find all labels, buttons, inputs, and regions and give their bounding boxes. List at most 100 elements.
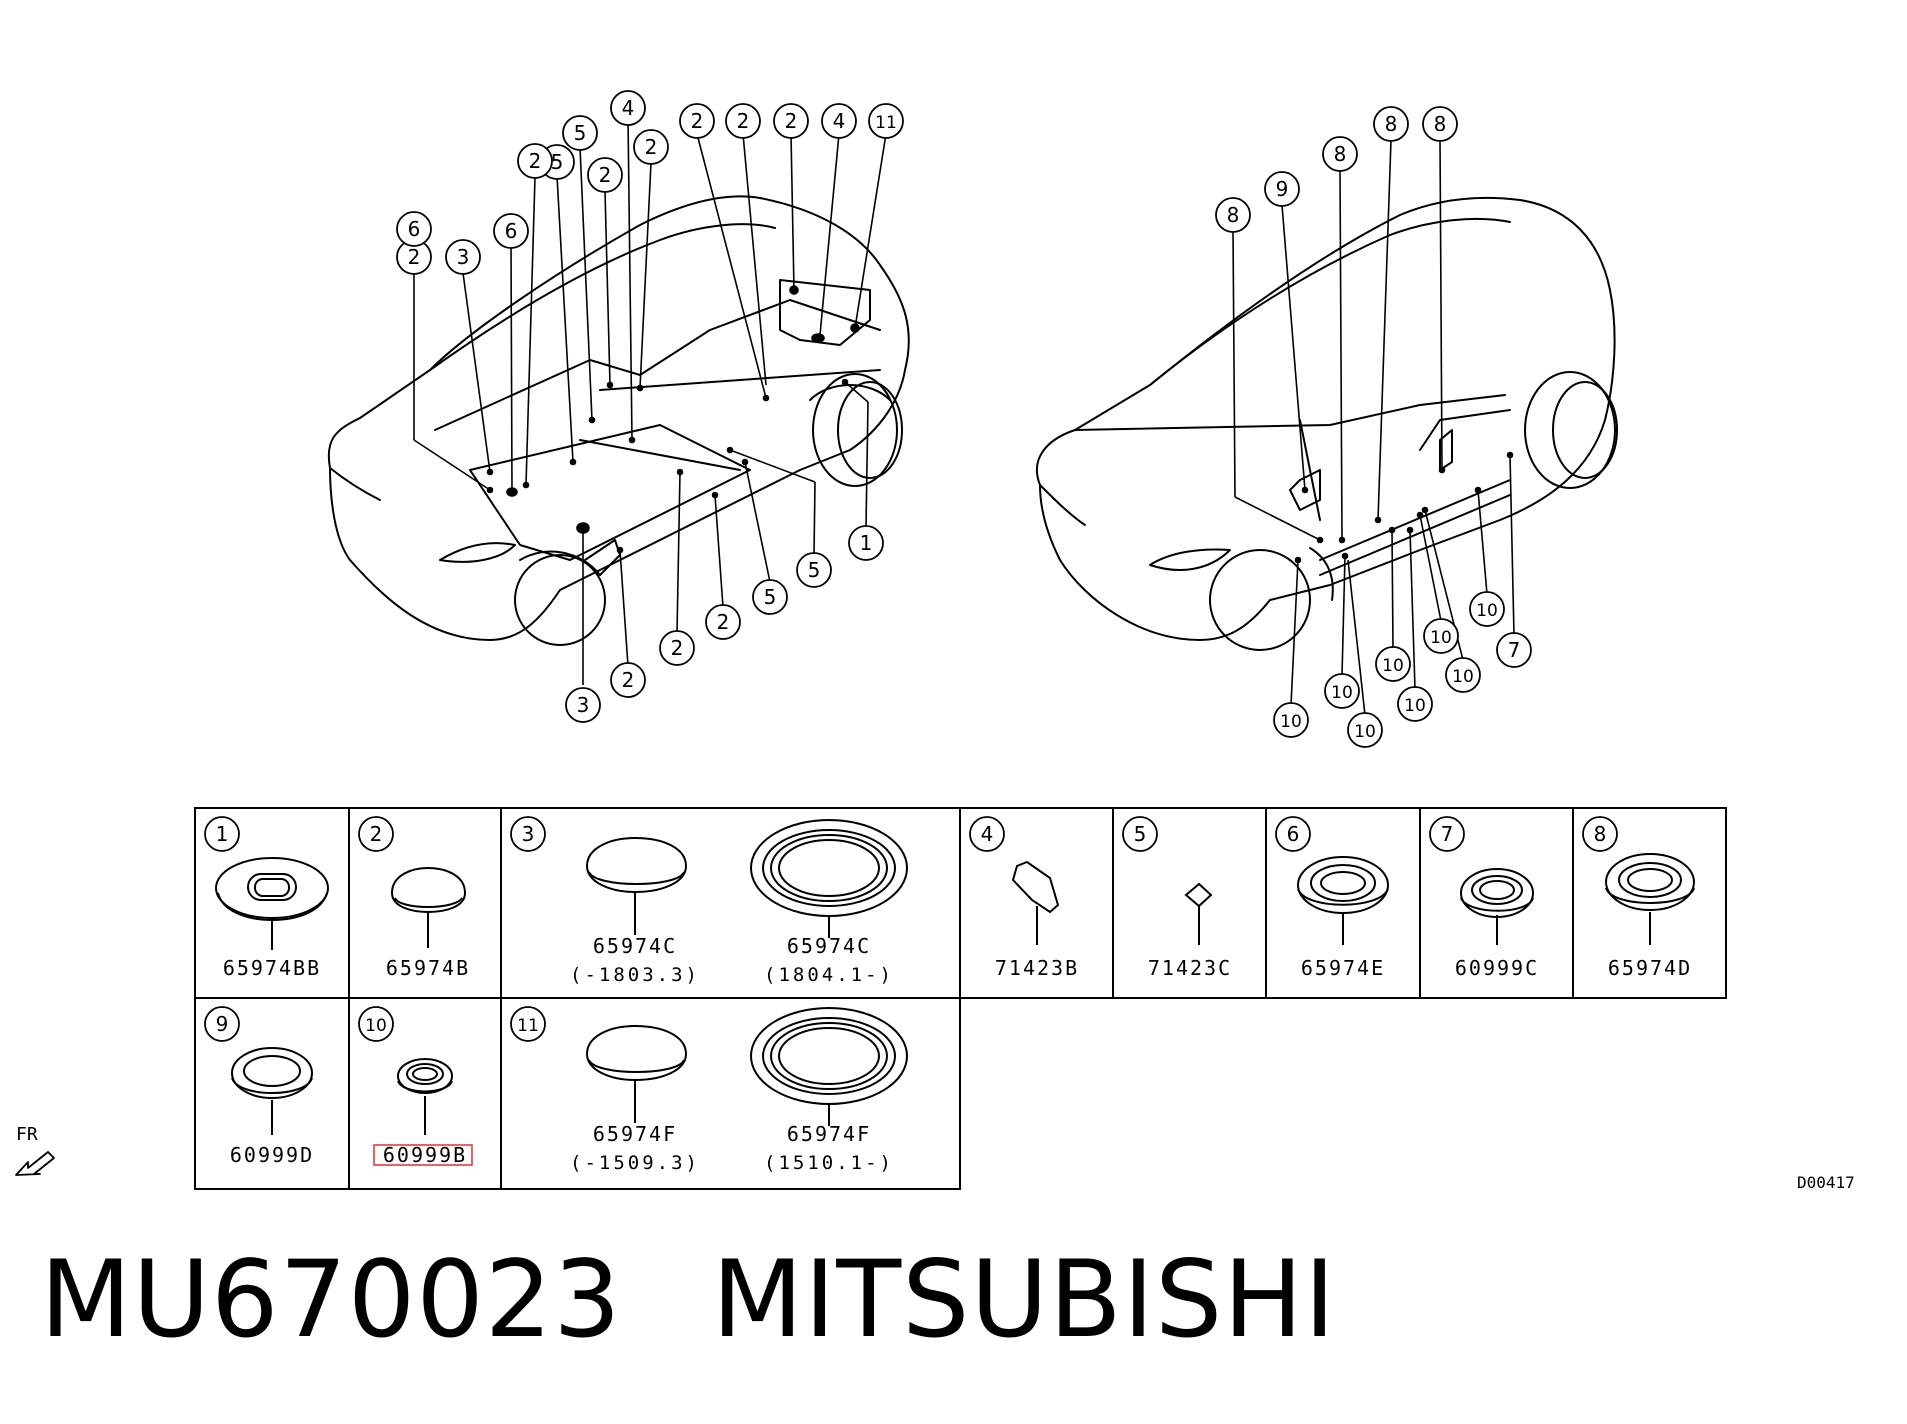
- callout-circle: [1373, 106, 1409, 142]
- part-code: 65974C: [787, 934, 871, 958]
- part-code: 71423B: [995, 956, 1079, 980]
- callout-8: 8: [1582, 816, 1618, 852]
- callout-circle: [679, 103, 715, 139]
- callout-number: 7: [1508, 638, 1521, 662]
- callout-number: 5: [551, 150, 564, 174]
- rear-leader-lines: [1232, 139, 1515, 716]
- callout-8: 8: [1422, 106, 1458, 142]
- part-3-sketch: [585, 819, 908, 938]
- callout-7: 7: [1429, 816, 1465, 852]
- callout-number: 8: [1227, 203, 1240, 227]
- part-code: 65974F: [787, 1122, 871, 1146]
- callout-number: 2: [622, 668, 635, 692]
- callout-number: 5: [764, 585, 777, 609]
- callout-circle: [1496, 632, 1532, 668]
- callout-2: 2: [610, 662, 646, 698]
- callout-number: 9: [1276, 177, 1289, 201]
- callout-2: 2: [705, 604, 741, 640]
- callout-number: 6: [1287, 822, 1300, 846]
- callout-circle: [796, 552, 832, 588]
- callout-4: 4: [821, 103, 857, 139]
- callout-number: 3: [577, 693, 590, 717]
- part-number: MU670023: [40, 1238, 622, 1361]
- direction-label: FR: [16, 1124, 38, 1145]
- callout-circle: [565, 687, 601, 723]
- callout-circle: [848, 525, 884, 561]
- callout-number: 2: [785, 109, 798, 133]
- callout-number: 1: [216, 822, 229, 846]
- callout-number: 4: [622, 96, 635, 120]
- callout-circle: [705, 604, 741, 640]
- callout-circle: [1122, 816, 1158, 852]
- callout-number: 10: [1331, 683, 1353, 703]
- callout-3: 3: [565, 687, 601, 723]
- callout-number: 10: [1382, 656, 1404, 676]
- callout-4: 4: [610, 90, 646, 126]
- part-code: 60999C: [1455, 956, 1539, 980]
- callout-circle: [1324, 673, 1360, 709]
- callout-number: 1: [860, 531, 873, 555]
- callout-10: 10: [1375, 646, 1411, 682]
- callout-circle: [725, 103, 761, 139]
- part-10-sketch: [397, 1058, 453, 1135]
- callout-8: 8: [1322, 136, 1358, 172]
- callout-number: 10: [365, 1016, 387, 1036]
- callout-number: 10: [1476, 601, 1498, 621]
- callout-circle: [752, 579, 788, 615]
- callout-6: 6: [396, 211, 432, 247]
- callout-number: 2: [370, 822, 383, 846]
- callout-11: 11: [868, 103, 904, 139]
- callout-circle: [204, 1006, 240, 1042]
- part-date-range: (1510.1-): [764, 1152, 894, 1174]
- callout-3: 3: [510, 816, 546, 852]
- part-cell-8: 8 65974D: [1582, 816, 1692, 980]
- callout-9: 9: [1264, 171, 1300, 207]
- callout-number: 8: [1434, 112, 1447, 136]
- rear-car-illustration: [1035, 196, 1618, 651]
- callout-circle: [1215, 197, 1251, 233]
- callout-number: 2: [691, 109, 704, 133]
- callout-10: 10: [358, 1006, 394, 1042]
- part-code: 65974C: [593, 934, 677, 958]
- parts-table: [194, 807, 1727, 1190]
- callout-number: 3: [457, 245, 470, 269]
- callout-circle: [1582, 816, 1618, 852]
- callout-number: 8: [1594, 822, 1607, 846]
- callout-circle: [610, 662, 646, 698]
- callout-circle: [396, 211, 432, 247]
- callout-circle: [1322, 136, 1358, 172]
- part-date-range: (-1803.3): [570, 964, 700, 986]
- part-date-range: (-1509.3): [570, 1152, 700, 1174]
- front-direction-arrow: FR: [15, 1124, 55, 1176]
- callout-circle: [1429, 816, 1465, 852]
- callout-2: 2: [587, 157, 623, 193]
- part-code: 65974D: [1608, 956, 1692, 980]
- callout-number: 9: [216, 1012, 229, 1036]
- callout-circle: [1423, 618, 1459, 654]
- callout-10: 10: [1397, 686, 1433, 722]
- callout-5: 5: [562, 115, 598, 151]
- callout-3: 3: [445, 239, 481, 275]
- callout-number: 8: [1334, 142, 1347, 166]
- callout-circle: [1422, 106, 1458, 142]
- callout-2: 2: [725, 103, 761, 139]
- callout-number: 10: [1404, 696, 1426, 716]
- callout-number: 8: [1385, 112, 1398, 136]
- callout-number: 6: [408, 217, 421, 241]
- part-code: 60999D: [230, 1143, 314, 1167]
- callout-number: 2: [529, 149, 542, 173]
- part-11-sketch: [585, 1007, 908, 1126]
- callout-circle: [1273, 702, 1309, 738]
- callout-8: 8: [1215, 197, 1251, 233]
- front-leader-lines: [413, 117, 887, 685]
- callout-number: 10: [1280, 712, 1302, 732]
- callout-circle: [1347, 712, 1383, 748]
- callout-circle: [493, 213, 529, 249]
